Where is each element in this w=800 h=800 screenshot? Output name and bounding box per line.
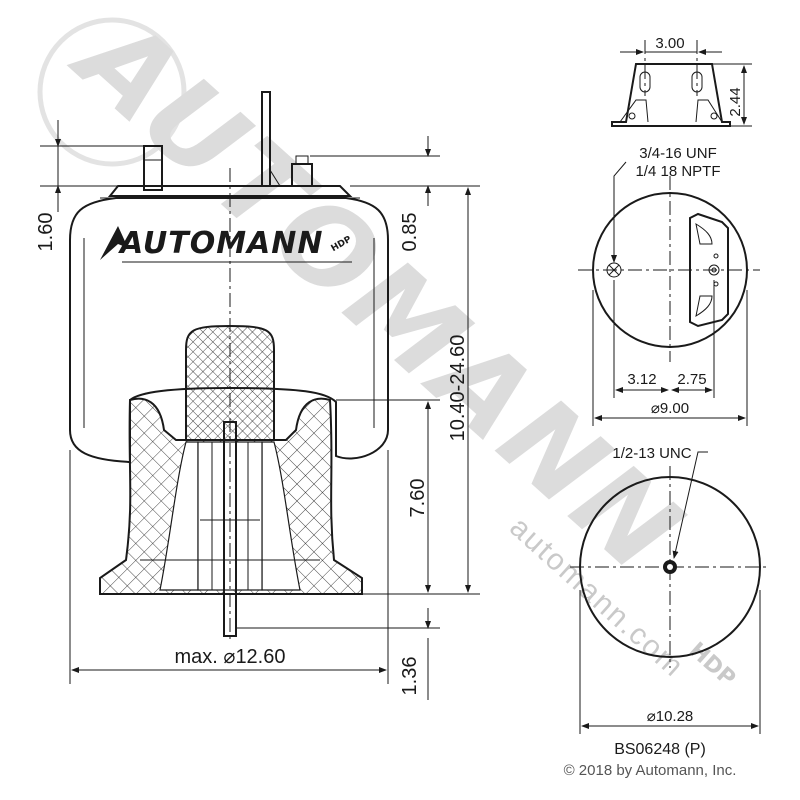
- copyright: © 2018 by Automann, Inc.: [564, 762, 737, 779]
- top-thread-2: 1/4 18 NPTF: [635, 163, 720, 180]
- dim-top-left: 1.60: [35, 213, 57, 252]
- dim-right-offset: 2.75: [677, 371, 706, 388]
- dim-bracket-width: 3.00: [655, 35, 684, 52]
- automann-logo: AUTOMANN HDP: [100, 226, 354, 263]
- bracket-view: 3.00 2.44: [611, 35, 752, 127]
- logo-text: AUTOMANN: [118, 226, 323, 261]
- top-plate: [107, 185, 353, 197]
- dim-top-diameter: ⌀9.00: [651, 400, 689, 417]
- dim-left-offset: 3.12: [627, 371, 656, 388]
- bottom-view: 1/2-13 UNC ⌀10.28: [570, 445, 770, 734]
- side-view: AUTOMANN HDP 1.60 0.85: [35, 91, 480, 700]
- dim-bottom-diameter: ⌀10.28: [647, 708, 694, 725]
- dim-stud: 1.36: [399, 657, 421, 696]
- bracket-outline: [611, 63, 731, 127]
- top-view-bracket: [689, 212, 729, 328]
- dim-height: 10.40-24.60: [447, 335, 469, 442]
- dim-max-diameter: max. ⌀12.60: [175, 646, 286, 668]
- air-port-icon: [708, 264, 720, 276]
- dim-top-right: 0.85: [399, 213, 421, 252]
- dim-bracket-height: 2.44: [727, 87, 744, 116]
- air-fitting-icon: [606, 262, 622, 278]
- top-view: 3/4-16 UNF 1/4 18 NPTF 3.12 2.75 ⌀9.00: [578, 145, 760, 426]
- part-number: BS06248 (P): [614, 741, 706, 758]
- logo-mark-icon: [100, 226, 128, 260]
- mounting-bracket: [261, 91, 271, 187]
- top-thread-1: 3/4-16 UNF: [639, 145, 717, 162]
- bottom-thread: 1/2-13 UNC: [612, 445, 691, 462]
- watermark-circle: [37, 17, 187, 167]
- dim-piston: 7.60: [407, 479, 429, 518]
- air-fitting-stud: [143, 145, 163, 191]
